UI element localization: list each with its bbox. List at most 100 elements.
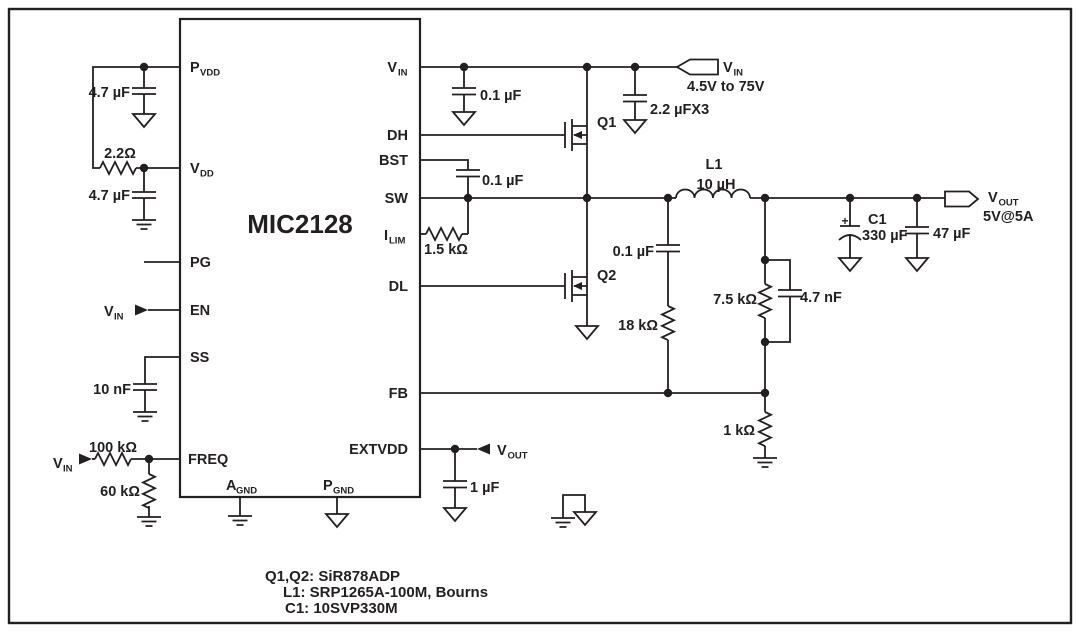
ground-triangle-icon xyxy=(622,119,648,135)
ground-earth-icon xyxy=(551,517,575,528)
capacitor-inj xyxy=(656,198,680,306)
pin-vin: V xyxy=(387,60,397,76)
q1-mosfet: Q1 xyxy=(420,67,616,198)
bulk-cap-label: 2.2 µFX3 xyxy=(650,102,709,118)
pin-ss: SS xyxy=(190,350,210,366)
pin-pgnd-sub: GND xyxy=(333,486,354,497)
capacitor-bst xyxy=(420,159,480,234)
en-vin-label: V xyxy=(104,304,114,320)
inductor-symbol-icon xyxy=(675,188,751,199)
freq-series-res-label: 100 kΩ xyxy=(89,440,137,456)
feedback-network: 7.5 kΩ 4.7 nF 1 kΩ xyxy=(420,198,842,468)
out-cap-label: 47 µF xyxy=(933,226,971,242)
junction-dot xyxy=(630,62,640,72)
pin-pvdd: P xyxy=(190,60,200,76)
signal-arrow-icon xyxy=(135,304,148,316)
wire xyxy=(562,494,586,518)
l1-ref-label: L1 xyxy=(706,157,723,173)
pin-dl: DL xyxy=(389,279,408,295)
junction-dot xyxy=(463,193,473,203)
pin-agnd-sub: GND xyxy=(236,486,257,497)
fb-res-bot-label: 1 kΩ xyxy=(723,423,755,439)
vin-flag-sub: IN xyxy=(734,68,744,79)
junction-dot xyxy=(139,163,149,173)
ground-earth-icon xyxy=(753,457,777,468)
vout-rating-label: 5V@5A xyxy=(983,209,1034,225)
en-vin-sub: IN xyxy=(114,312,124,323)
ground-triangle-icon xyxy=(904,257,930,273)
vin-cap-label: 0.1 µF xyxy=(480,88,522,104)
vout-flag-icon xyxy=(944,190,980,208)
inductor-l1: L1 10 µH xyxy=(675,157,751,199)
c1-val-label: 330 µF xyxy=(862,228,908,244)
wire xyxy=(92,66,180,169)
capacitor-extvdd xyxy=(443,449,467,508)
ground-earth-icon xyxy=(132,219,156,230)
resistor-18k xyxy=(659,305,677,341)
pvdd-vdd-decoupling: 4.7 µF 2.2Ω 4.7 µF xyxy=(89,66,180,230)
bom-notes: Q1,Q2: SiR878ADP L1: SRP1265A-100M, Bour… xyxy=(265,568,488,617)
nmos-arrow-icon xyxy=(573,282,582,290)
resistor-60k xyxy=(140,473,158,509)
capacitor-pvdd xyxy=(132,67,156,114)
note-line: L1: SRP1265A-100M, Bourns xyxy=(283,584,488,601)
ground-triangle-icon xyxy=(837,257,863,273)
ground-triangle-icon xyxy=(572,511,598,527)
extvdd-branch: V OUT 1 µF xyxy=(420,443,528,523)
freq-vin-label: V xyxy=(53,456,63,472)
note-line: C1: 10SVP330M xyxy=(285,600,398,617)
signal-arrow-icon xyxy=(79,453,92,465)
resistor-2r2 xyxy=(99,159,137,177)
fb-cap-label: 4.7 nF xyxy=(800,290,842,306)
resistor-1k xyxy=(756,411,774,447)
pin-vdd: V xyxy=(190,161,200,177)
junction-dot xyxy=(912,193,922,203)
ground-triangle-icon xyxy=(131,113,157,129)
junction-dot xyxy=(582,193,592,203)
pin-extvdd: EXTVDD xyxy=(349,442,408,458)
ic-outline xyxy=(178,17,422,499)
junction-dot xyxy=(663,193,673,203)
capacitor-fb xyxy=(765,259,802,343)
capacitor-out xyxy=(905,198,929,258)
junction-dot xyxy=(139,62,149,72)
q2-mosfet: Q2 xyxy=(420,198,616,341)
resistor-7k5 xyxy=(756,283,774,319)
ground-earth-icon xyxy=(228,515,252,526)
capacitor-vdd xyxy=(132,168,156,220)
junction-dot xyxy=(459,62,469,72)
junction-dot xyxy=(663,388,673,398)
pin-sw: SW xyxy=(385,191,409,207)
ic-mic2128: MIC2128 xyxy=(178,17,422,499)
extvdd-vout-sub: OUT xyxy=(508,451,528,462)
junction-dot xyxy=(144,454,154,464)
c1-ref-label: C1 xyxy=(868,212,887,228)
inj-res-label: 18 kΩ xyxy=(618,318,658,334)
vout-flag-label: V xyxy=(988,190,998,206)
c1-polarity-label: + xyxy=(841,214,848,228)
pin-dh: DH xyxy=(387,128,408,144)
junction-dot xyxy=(845,193,855,203)
junction-dot xyxy=(760,388,770,398)
pin-pg: PG xyxy=(190,255,211,271)
ground-triangle-icon xyxy=(324,513,350,529)
ss-softstart-cap: 10 nF xyxy=(93,356,180,422)
pin-ilim: I xyxy=(384,228,388,244)
pvdd-cap-label: 4.7 µF xyxy=(89,85,131,101)
junction-dots xyxy=(139,62,922,464)
capacitor-ss xyxy=(133,356,180,412)
inj-cap-label: 0.1 µF xyxy=(613,244,655,260)
pin-ilim-sub: LIM xyxy=(389,236,405,247)
pin-en: EN xyxy=(190,303,210,319)
vin-range-label: 4.5V to 75V xyxy=(687,79,765,95)
freq-vin-sub: IN xyxy=(63,464,73,475)
ground-triangle-icon xyxy=(442,507,468,523)
ilim-res-label: 1.5 kΩ xyxy=(424,242,468,258)
junction-dot xyxy=(760,193,770,203)
output-rail: + C1 330 µF 47 µF V OUT 5V@5A xyxy=(750,190,1034,273)
vout-flag-sub: OUT xyxy=(999,198,1019,209)
ground-triangle-icon xyxy=(451,111,477,127)
extvdd-vout-label: V xyxy=(497,443,507,459)
ground-earth-icon xyxy=(133,411,157,422)
